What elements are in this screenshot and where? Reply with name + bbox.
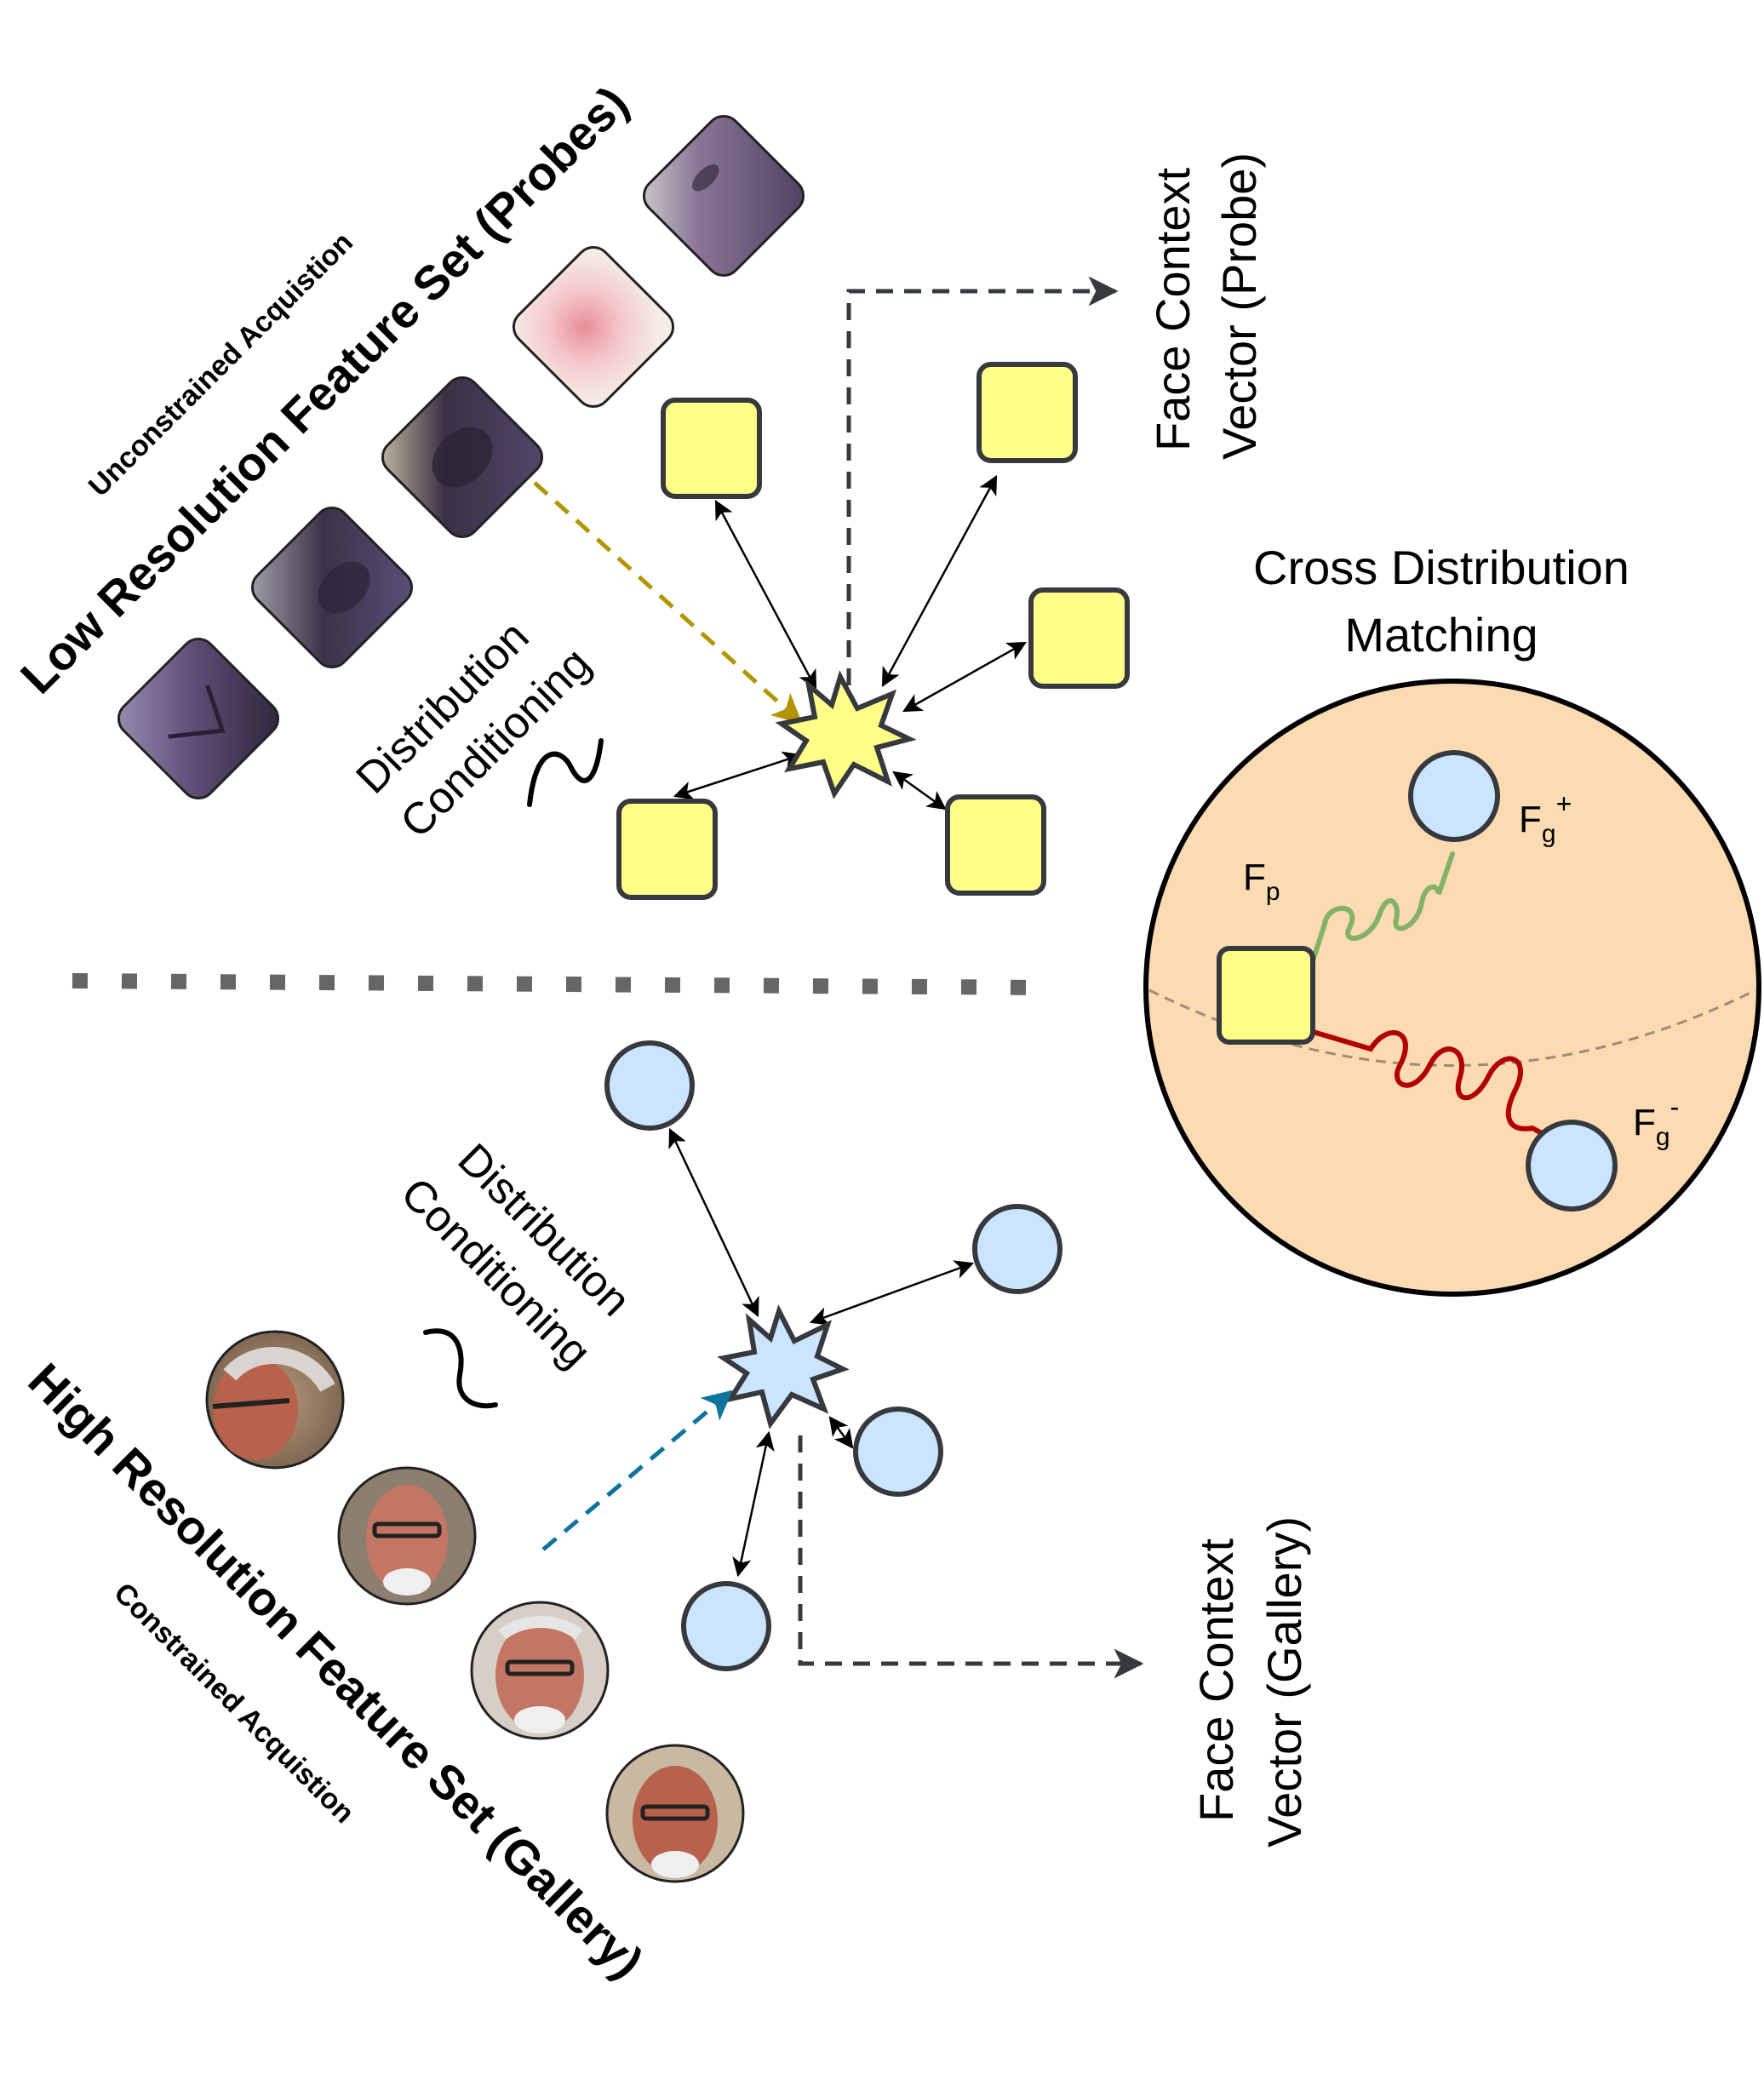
negative-spring [1308,1028,1569,1149]
fp-square [1217,946,1315,1045]
gallery-relation-arrows [668,1127,975,1578]
matching-title-line1: Cross Distribution [1253,541,1629,594]
probe-thumbnail-3 [381,375,544,539]
gallery-arrow-4 [732,1430,775,1578]
gallery-thumbnail-3 [470,1601,610,1740]
probe-thumbnail-5 [642,114,805,278]
probe-arrow-2 [881,475,998,687]
matching-title-line2: Matching [1344,608,1538,662]
gallery-input-arrow [541,1389,733,1551]
fg-negative-label: Fg- [1633,1091,1679,1151]
gallery-circle-4 [681,1581,771,1671]
probe-relation-arrows [673,475,1027,811]
probe-context-line2: Vector (Probe) [1212,152,1266,460]
gallery-circle-1 [604,1040,695,1131]
gallery-context-line1: Face Context [1189,1538,1243,1822]
probe-square-5 [945,794,1046,896]
probe-feature-squares [616,362,1130,900]
section-divider [72,973,1048,995]
probe-thumbnail-4 [512,245,675,409]
gallery-thumbnail-4 [605,1744,745,1883]
gallery-feature-circles [604,1040,1062,1671]
gallery-circle-3 [853,1407,943,1497]
probe-arrow-3 [902,641,1027,713]
probe-square-3 [1028,587,1130,689]
gallery-subtitle: Constrained Acquistion [107,1577,360,1830]
fg-positive-circle [1408,750,1500,842]
gallery-arrow-1 [668,1127,759,1318]
probe-tilde-icon [527,738,604,807]
probe-square-1 [661,398,762,499]
fg-negative-circle [1526,1120,1618,1212]
gallery-tilde-icon [423,1328,498,1409]
gallery-circle-2 [972,1204,1062,1294]
probe-thumbnails [117,114,805,800]
gallery-center-star-burst-icon [717,1304,850,1429]
probe-square-2 [976,362,1078,463]
gallery-context-line2: Vector (Gallery) [1257,1516,1311,1848]
gallery-arrow-3 [828,1416,854,1449]
fg-positive-label: Fg+ [1519,788,1572,848]
probe-center-star-burst-icon [775,670,917,799]
probe-arrow-1 [714,500,817,690]
probe-thumbnail-1 [117,637,280,800]
probe-context-connector [846,276,1119,685]
probe-thumbnail-2 [250,506,414,669]
gallery-arrow-2 [809,1260,975,1326]
probe-arrow-4 [673,751,803,800]
fp-label: Fp [1243,857,1280,906]
gallery-context-connector [798,1435,1144,1679]
positive-spring [1309,851,1455,966]
gallery-thumbnail-2 [337,1466,477,1606]
gallery-thumbnail-1 [205,1330,345,1470]
probe-square-4 [616,799,718,900]
probe-arrow-5 [892,771,947,811]
probe-context-line1: Face Context [1146,168,1200,451]
gallery-thumbnails [205,1330,745,1883]
